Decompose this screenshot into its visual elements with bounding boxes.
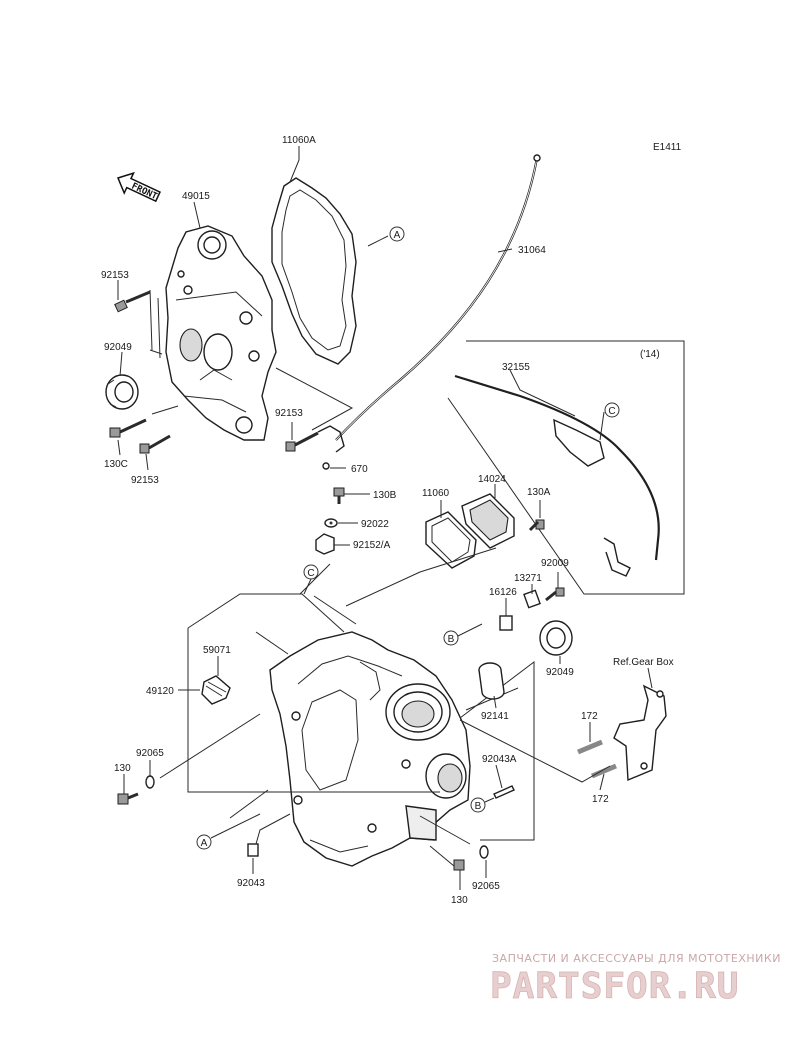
svg-text:A: A	[201, 838, 208, 849]
callout-92141: 92141	[481, 711, 509, 722]
bushing-92141	[478, 662, 505, 700]
callout-670: 670	[351, 464, 368, 475]
callout-92152A: 92152/A	[353, 540, 391, 551]
marker-b-low: B	[470, 797, 486, 813]
year-note: ('14)	[640, 349, 660, 360]
crankcase-49120	[269, 631, 471, 867]
pin-92043	[247, 843, 259, 857]
callout-16126: 16126	[489, 587, 517, 598]
bolt-92153-b	[139, 434, 171, 454]
bolt-130A	[528, 519, 545, 532]
bolt-130-bottom	[453, 859, 465, 871]
pipe-31064	[335, 157, 539, 441]
callout-11060: 11060	[422, 488, 450, 499]
callout-92049: 92049	[546, 667, 574, 678]
diagram-code: E1411	[653, 142, 682, 153]
plug-13271	[523, 589, 541, 609]
watermark-brand: PARTSFOR.RU	[490, 966, 739, 1007]
seal-92049-bottom	[539, 620, 573, 656]
bolt-92009	[545, 587, 565, 602]
pin-16126	[499, 615, 513, 631]
callout-31064: 31064	[518, 245, 546, 256]
callout-14024: 14024	[478, 474, 506, 485]
inset-frame	[447, 340, 685, 595]
ref-gear-box-note: Ref.Gear Box	[613, 657, 674, 668]
callout-32155: 32155	[502, 362, 530, 373]
callout-59071: 59071	[203, 645, 231, 656]
callout-130B: 130B	[373, 490, 397, 501]
callout-130C: 130C	[104, 459, 128, 470]
bolt-130-left	[117, 792, 139, 805]
strainer-59071	[201, 675, 231, 705]
cover-14024	[461, 493, 515, 549]
callout-92153: 92153	[275, 408, 303, 419]
marker-a-low: A	[196, 834, 212, 850]
callout-49120: 49120	[146, 686, 174, 697]
marker-b-mid: B	[443, 630, 459, 646]
marker-a-top: A	[389, 226, 405, 242]
callout-11060A: 11060A	[282, 135, 316, 146]
svg-text:C: C	[307, 568, 314, 579]
callout-130: 130	[451, 895, 468, 906]
callout-92043: 92043	[237, 878, 265, 889]
marker-c-top: C	[604, 402, 620, 418]
callout-92049: 92049	[104, 342, 132, 353]
callout-49015: 49015	[182, 191, 210, 202]
bolt-92153-c	[285, 431, 319, 452]
callout-92153: 92153	[101, 270, 129, 281]
seal-92049-top	[105, 374, 139, 410]
callout-130A: 130A	[527, 487, 551, 498]
watermark-tagline: ЗАПЧАСТИ И АКСЕССУАРЫ ДЛЯ МОТОТЕХНИКИ	[492, 952, 781, 965]
marker-c-mid: C	[303, 564, 319, 580]
gasket-11060	[425, 511, 477, 569]
bolt-92153-a	[114, 290, 151, 313]
svg-text:A: A	[394, 230, 401, 241]
gasket-11060A	[271, 177, 357, 365]
callout-92022: 92022	[361, 519, 389, 530]
bolt-130C	[109, 418, 147, 438]
pin-92043A	[493, 785, 515, 799]
stud-172-a	[577, 739, 603, 755]
cover-49015	[165, 225, 277, 441]
gearbox-bracket	[613, 684, 667, 782]
callout-172: 172	[581, 711, 598, 722]
bolt-130B	[333, 487, 345, 504]
svg-text:C: C	[608, 406, 615, 417]
callout-130: 130	[114, 763, 131, 774]
callout-92065: 92065	[136, 748, 164, 759]
callout-92009: 92009	[541, 558, 569, 569]
callout-172: 172	[592, 794, 609, 805]
svg-text:B: B	[475, 801, 482, 812]
svg-text:B: B	[448, 634, 455, 645]
front-arrow-icon: FRONT	[116, 171, 161, 202]
callout-92065: 92065	[472, 881, 500, 892]
washer-92065-left	[145, 775, 155, 789]
callout-13271: 13271	[514, 573, 542, 584]
washer-92022	[324, 518, 338, 528]
washer-92065-bottom	[479, 845, 489, 859]
callout-92153: 92153	[131, 475, 159, 486]
fitting-92152A	[315, 533, 335, 555]
callout-92043A: 92043A	[482, 754, 517, 765]
